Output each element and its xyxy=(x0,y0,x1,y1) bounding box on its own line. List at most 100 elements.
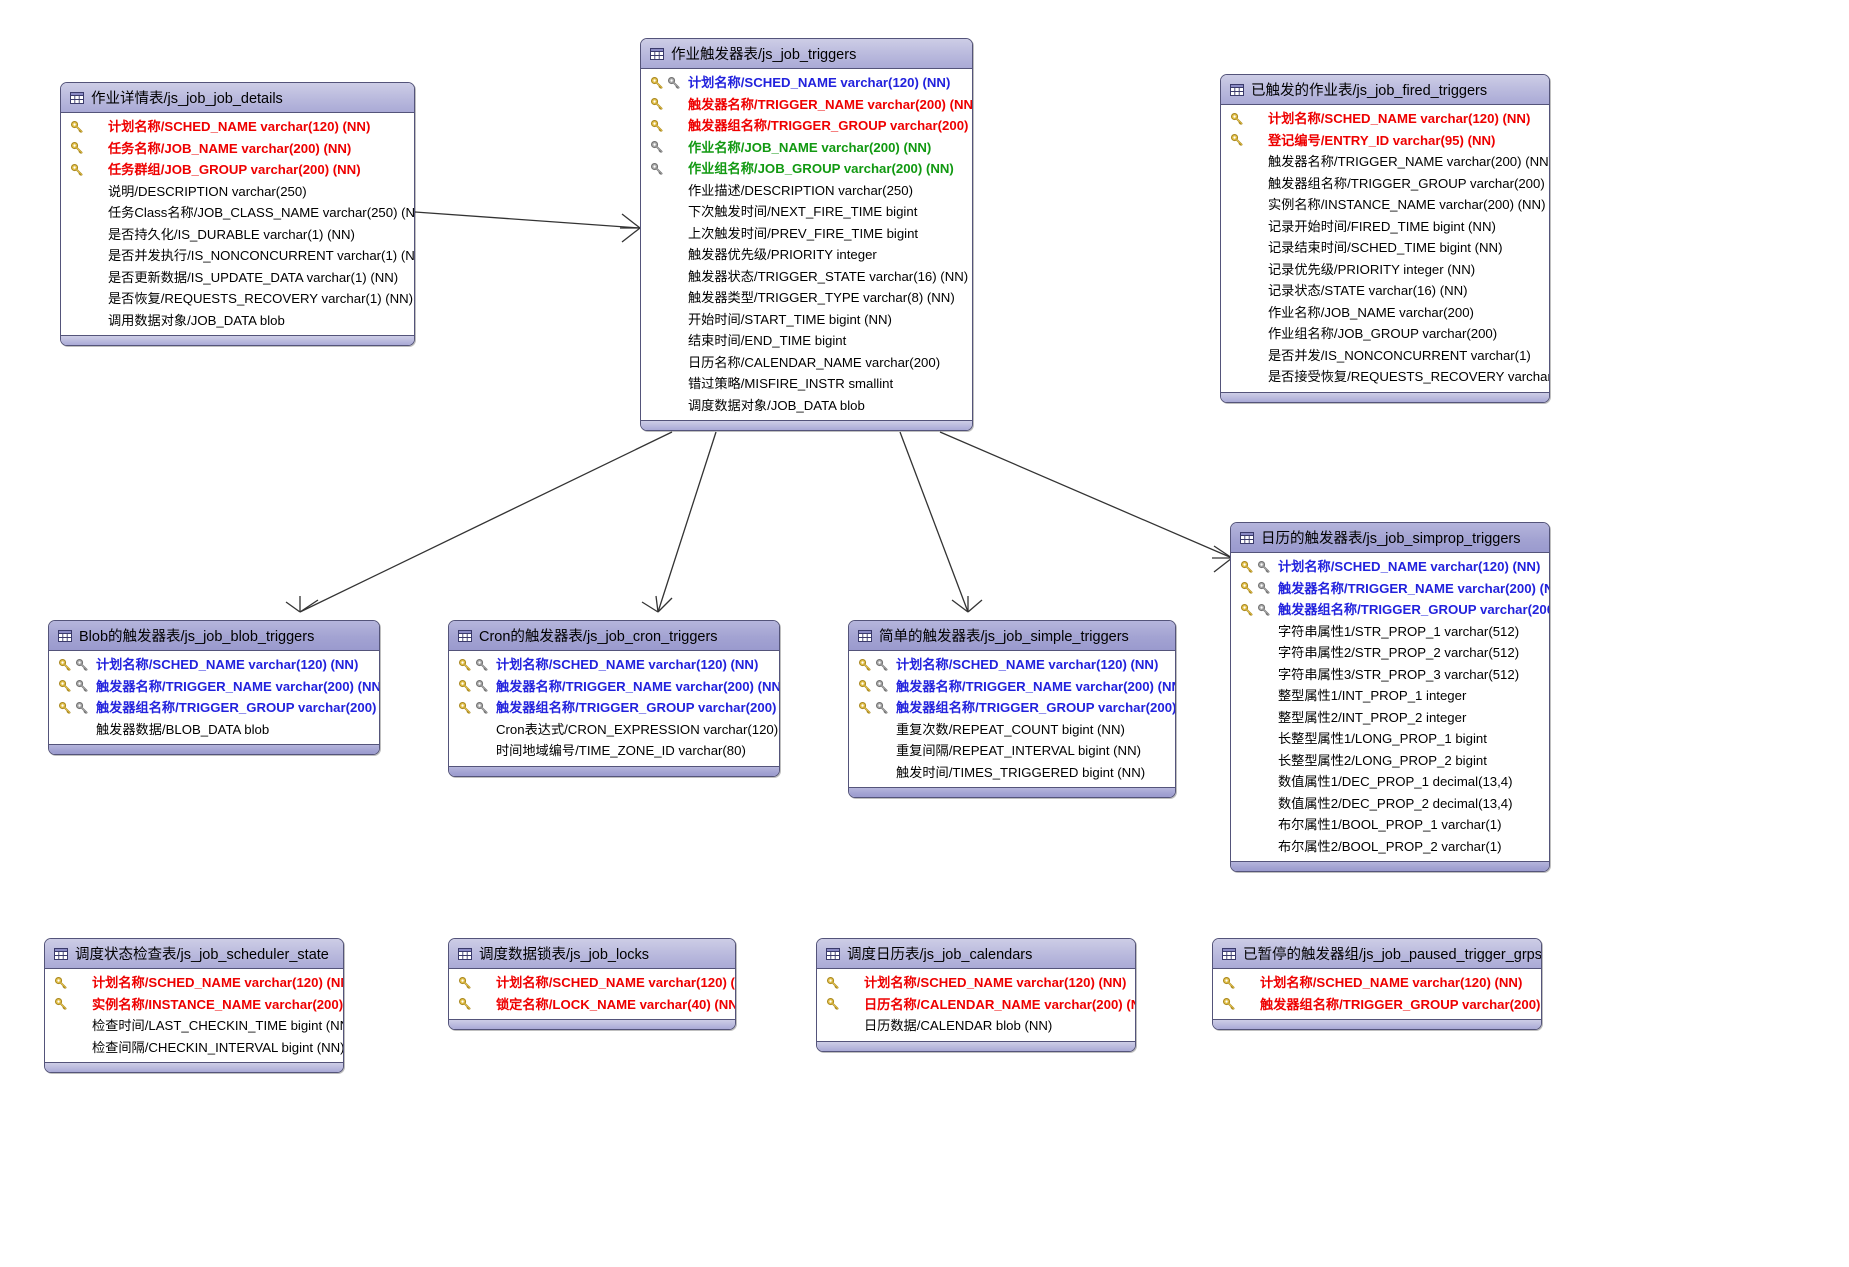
field-row[interactable]: 触发器组名称/TRIGGER_GROUP varchar(200) (NN) xyxy=(49,697,379,719)
field-row[interactable]: 字符串属性2/STR_PROP_2 varchar(512) xyxy=(1231,642,1549,664)
field-row[interactable]: 触发器组名称/TRIGGER_GROUP varchar(200) (NN) xyxy=(849,697,1175,719)
field-row[interactable]: 长整型属性1/LONG_PROP_1 bigint xyxy=(1231,728,1549,750)
field-row[interactable]: 上次触发时间/PREV_FIRE_TIME bigint xyxy=(641,223,972,245)
field-row[interactable]: 触发器类型/TRIGGER_TYPE varchar(8) (NN) xyxy=(641,287,972,309)
field-row[interactable]: 计划名称/SCHED_NAME varchar(120) (NN) xyxy=(45,972,343,994)
entity-table-triggers[interactable]: 作业触发器表/js_job_triggers 计划名称/SCHED_NAME va… xyxy=(640,38,973,431)
field-row[interactable]: 作业组名称/JOB_GROUP varchar(200) xyxy=(1221,323,1549,345)
field-row[interactable]: 触发器名称/TRIGGER_NAME varchar(200) (NN) xyxy=(1221,151,1549,173)
field-row[interactable]: 登记编号/ENTRY_ID varchar(95) (NN) xyxy=(1221,130,1549,152)
field-row[interactable]: 整型属性1/INT_PROP_1 integer xyxy=(1231,685,1549,707)
field-row[interactable]: 数值属性1/DEC_PROP_1 decimal(13,4) xyxy=(1231,771,1549,793)
field-row[interactable]: 计划名称/SCHED_NAME varchar(120) (NN) xyxy=(1231,556,1549,578)
field-row[interactable]: 作业组名称/JOB_GROUP varchar(200) (NN) xyxy=(641,158,972,180)
field-row[interactable]: 计划名称/SCHED_NAME varchar(120) (NN) xyxy=(1221,108,1549,130)
entity-table-scheduler_state[interactable]: 调度状态检查表/js_job_scheduler_state 计划名称/SCHED… xyxy=(44,938,344,1073)
field-row[interactable]: 触发器组名称/TRIGGER_GROUP varchar(200) (NN) xyxy=(1213,994,1541,1016)
field-row[interactable]: 错过策略/MISFIRE_INSTR smallint xyxy=(641,373,972,395)
field-row[interactable]: 检查时间/LAST_CHECKIN_TIME bigint (NN) xyxy=(45,1015,343,1037)
entity-table-calendars[interactable]: 调度日历表/js_job_calendars 计划名称/SCHED_NAME va… xyxy=(816,938,1136,1052)
field-row[interactable]: 计划名称/SCHED_NAME varchar(120) (NN) xyxy=(49,654,379,676)
field-row[interactable]: 作业名称/JOB_NAME varchar(200) xyxy=(1221,302,1549,324)
field-row[interactable]: 检查间隔/CHECKIN_INTERVAL bigint (NN) xyxy=(45,1037,343,1059)
field-row[interactable]: 计划名称/SCHED_NAME varchar(120) (NN) xyxy=(449,972,735,994)
field-row[interactable]: 字符串属性3/STR_PROP_3 varchar(512) xyxy=(1231,664,1549,686)
field-row[interactable]: 计划名称/SCHED_NAME varchar(120) (NN) xyxy=(641,72,972,94)
field-row[interactable]: 布尔属性1/BOOL_PROP_1 varchar(1) xyxy=(1231,814,1549,836)
field-row[interactable]: 是否并发执行/IS_NONCONCURRENT varchar(1) (NN) xyxy=(61,245,414,267)
field-row[interactable]: 调用数据对象/JOB_DATA blob xyxy=(61,310,414,332)
field-row[interactable]: 触发器优先级/PRIORITY integer xyxy=(641,244,972,266)
field-row[interactable]: 锁定名称/LOCK_NAME varchar(40) (NN) xyxy=(449,994,735,1016)
field-row[interactable]: 是否接受恢复/REQUESTS_RECOVERY varchar(1) xyxy=(1221,366,1549,388)
field-row[interactable]: 触发器名称/TRIGGER_NAME varchar(200) (NN) xyxy=(849,676,1175,698)
field-row[interactable]: 是否持久化/IS_DURABLE varchar(1) (NN) xyxy=(61,224,414,246)
table-header-cron_triggers[interactable]: Cron的触发器表/js_job_cron_triggers xyxy=(449,621,779,651)
table-header-blob_triggers[interactable]: Blob的触发器表/js_job_blob_triggers xyxy=(49,621,379,651)
field-row[interactable]: 触发器组名称/TRIGGER_GROUP varchar(200) (NN) xyxy=(1221,173,1549,195)
field-row[interactable]: 触发器名称/TRIGGER_NAME varchar(200) (NN) xyxy=(641,94,972,116)
field-row[interactable]: 记录结束时间/SCHED_TIME bigint (NN) xyxy=(1221,237,1549,259)
field-row[interactable]: 数值属性2/DEC_PROP_2 decimal(13,4) xyxy=(1231,793,1549,815)
field-row[interactable]: 任务名称/JOB_NAME varchar(200) (NN) xyxy=(61,138,414,160)
field-row[interactable]: 日历名称/CALENDAR_NAME varchar(200) (NN) xyxy=(817,994,1135,1016)
field-row[interactable]: 日历数据/CALENDAR blob (NN) xyxy=(817,1015,1135,1037)
field-row[interactable]: 触发器组名称/TRIGGER_GROUP varchar(200) (NN) xyxy=(449,697,779,719)
entity-table-job_details[interactable]: 作业详情表/js_job_job_details 计划名称/SCHED_NAME … xyxy=(60,82,415,346)
field-row[interactable]: 实例名称/INSTANCE_NAME varchar(200) (NN) xyxy=(1221,194,1549,216)
field-row[interactable]: 整型属性2/INT_PROP_2 integer xyxy=(1231,707,1549,729)
field-row[interactable]: 触发器名称/TRIGGER_NAME varchar(200) (NN) xyxy=(49,676,379,698)
entity-table-cron_triggers[interactable]: Cron的触发器表/js_job_cron_triggers 计划名称/SCHED… xyxy=(448,620,780,777)
field-row[interactable]: 说明/DESCRIPTION varchar(250) xyxy=(61,181,414,203)
entity-table-locks[interactable]: 调度数据锁表/js_job_locks 计划名称/SCHED_NAME varch… xyxy=(448,938,736,1030)
field-row[interactable]: 作业描述/DESCRIPTION varchar(250) xyxy=(641,180,972,202)
table-header-paused_trigger_grps[interactable]: 已暂停的触发器组/js_job_paused_trigger_grps xyxy=(1213,939,1541,969)
field-row[interactable]: 日历名称/CALENDAR_NAME varchar(200) xyxy=(641,352,972,374)
field-row[interactable]: 计划名称/SCHED_NAME varchar(120) (NN) xyxy=(817,972,1135,994)
field-row[interactable]: 时间地域编号/TIME_ZONE_ID varchar(80) xyxy=(449,740,779,762)
field-row[interactable]: 是否并发/IS_NONCONCURRENT varchar(1) xyxy=(1221,345,1549,367)
table-header-calendars[interactable]: 调度日历表/js_job_calendars xyxy=(817,939,1135,969)
field-row[interactable]: 开始时间/START_TIME bigint (NN) xyxy=(641,309,972,331)
field-row[interactable]: 调度数据对象/JOB_DATA blob xyxy=(641,395,972,417)
field-row[interactable]: 是否更新数据/IS_UPDATE_DATA varchar(1) (NN) xyxy=(61,267,414,289)
entity-table-paused_trigger_grps[interactable]: 已暂停的触发器组/js_job_paused_trigger_grps 计划名称/… xyxy=(1212,938,1542,1030)
field-row[interactable]: 是否恢复/REQUESTS_RECOVERY varchar(1) (NN) xyxy=(61,288,414,310)
field-row[interactable]: 结束时间/END_TIME bigint xyxy=(641,330,972,352)
field-row[interactable]: 重复间隔/REPEAT_INTERVAL bigint (NN) xyxy=(849,740,1175,762)
field-row[interactable]: 触发器组名称/TRIGGER_GROUP varchar(200) (NN) xyxy=(1231,599,1549,621)
field-row[interactable]: 计划名称/SCHED_NAME varchar(120) (NN) xyxy=(61,116,414,138)
field-row[interactable]: 字符串属性1/STR_PROP_1 varchar(512) xyxy=(1231,621,1549,643)
table-header-triggers[interactable]: 作业触发器表/js_job_triggers xyxy=(641,39,972,69)
table-header-fired_triggers[interactable]: 已触发的作业表/js_job_fired_triggers xyxy=(1221,75,1549,105)
field-row[interactable]: 触发器名称/TRIGGER_NAME varchar(200) (NN) xyxy=(1231,578,1549,600)
table-header-job_details[interactable]: 作业详情表/js_job_job_details xyxy=(61,83,414,113)
field-row[interactable]: 任务Class名称/JOB_CLASS_NAME varchar(250) (N… xyxy=(61,202,414,224)
field-row[interactable]: 触发器数据/BLOB_DATA blob xyxy=(49,719,379,741)
field-row[interactable]: 记录开始时间/FIRED_TIME bigint (NN) xyxy=(1221,216,1549,238)
field-row[interactable]: 布尔属性2/BOOL_PROP_2 varchar(1) xyxy=(1231,836,1549,858)
table-header-simple_triggers[interactable]: 简单的触发器表/js_job_simple_triggers xyxy=(849,621,1175,651)
table-header-locks[interactable]: 调度数据锁表/js_job_locks xyxy=(449,939,735,969)
field-row[interactable]: Cron表达式/CRON_EXPRESSION varchar(120) (NN… xyxy=(449,719,779,741)
field-row[interactable]: 记录优先级/PRIORITY integer (NN) xyxy=(1221,259,1549,281)
field-row[interactable]: 记录状态/STATE varchar(16) (NN) xyxy=(1221,280,1549,302)
field-row[interactable]: 计划名称/SCHED_NAME varchar(120) (NN) xyxy=(449,654,779,676)
field-row[interactable]: 触发器名称/TRIGGER_NAME varchar(200) (NN) xyxy=(449,676,779,698)
field-row[interactable]: 触发时间/TIMES_TRIGGERED bigint (NN) xyxy=(849,762,1175,784)
field-row[interactable]: 触发器组名称/TRIGGER_GROUP varchar(200) (NN) xyxy=(641,115,972,137)
field-row[interactable]: 实例名称/INSTANCE_NAME varchar(200) (NN) xyxy=(45,994,343,1016)
field-row[interactable]: 下次触发时间/NEXT_FIRE_TIME bigint xyxy=(641,201,972,223)
field-row[interactable]: 计划名称/SCHED_NAME varchar(120) (NN) xyxy=(849,654,1175,676)
entity-table-blob_triggers[interactable]: Blob的触发器表/js_job_blob_triggers 计划名称/SCHED… xyxy=(48,620,380,755)
table-header-simprop_triggers[interactable]: 日历的触发器表/js_job_simprop_triggers xyxy=(1231,523,1549,553)
field-row[interactable]: 重复次数/REPEAT_COUNT bigint (NN) xyxy=(849,719,1175,741)
field-row[interactable]: 作业名称/JOB_NAME varchar(200) (NN) xyxy=(641,137,972,159)
field-row[interactable]: 任务群组/JOB_GROUP varchar(200) (NN) xyxy=(61,159,414,181)
entity-table-simple_triggers[interactable]: 简单的触发器表/js_job_simple_triggers 计划名称/SCHED… xyxy=(848,620,1176,798)
table-header-scheduler_state[interactable]: 调度状态检查表/js_job_scheduler_state xyxy=(45,939,343,969)
field-row[interactable]: 触发器状态/TRIGGER_STATE varchar(16) (NN) xyxy=(641,266,972,288)
field-row[interactable]: 长整型属性2/LONG_PROP_2 bigint xyxy=(1231,750,1549,772)
field-row[interactable]: 计划名称/SCHED_NAME varchar(120) (NN) xyxy=(1213,972,1541,994)
entity-table-simprop_triggers[interactable]: 日历的触发器表/js_job_simprop_triggers 计划名称/SCHE… xyxy=(1230,522,1550,872)
